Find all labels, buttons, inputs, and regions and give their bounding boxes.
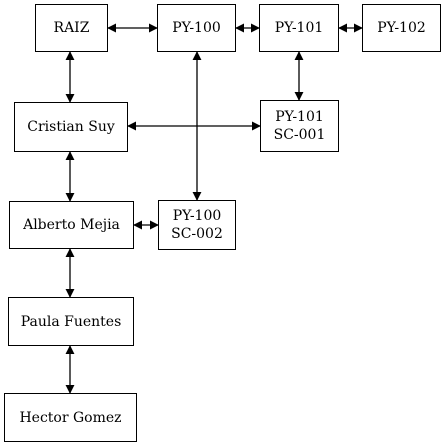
node-alberto-mejia-label: Alberto Mejia xyxy=(23,217,120,233)
node-cristian-suy-label: Cristian Suy xyxy=(27,119,115,135)
node-py-101[interactable]: PY-101 xyxy=(259,4,339,52)
node-raiz-label: RAIZ xyxy=(53,20,90,36)
node-paula-fuentes[interactable]: Paula Fuentes xyxy=(8,297,134,346)
node-py-102-label: PY-102 xyxy=(377,20,426,36)
node-raiz[interactable]: RAIZ xyxy=(35,4,108,52)
node-alberto-mejia[interactable]: Alberto Mejia xyxy=(9,201,134,249)
node-py-100-sc-002-line2: SC-002 xyxy=(171,226,223,242)
node-py-101-label: PY-101 xyxy=(274,20,324,36)
node-hector-gomez[interactable]: Hector Gomez xyxy=(4,393,137,442)
node-py-100-sc-002[interactable]: PY-100 SC-002 xyxy=(158,200,236,250)
node-py-100[interactable]: PY-100 xyxy=(157,4,236,52)
node-cristian-suy[interactable]: Cristian Suy xyxy=(14,102,128,152)
node-py-102[interactable]: PY-102 xyxy=(362,4,441,52)
node-py-101-sc-001[interactable]: PY-101 SC-001 xyxy=(260,100,339,152)
node-py-101-sc-001-line2: SC-001 xyxy=(273,127,326,143)
node-py-100-label: PY-100 xyxy=(172,20,221,36)
node-paula-fuentes-label: Paula Fuentes xyxy=(20,313,122,330)
node-py-101-sc-001-line1: PY-101 xyxy=(275,109,324,125)
node-hector-gomez-label: Hector Gomez xyxy=(19,409,122,426)
node-py-100-sc-002-line1: PY-100 xyxy=(172,208,222,224)
